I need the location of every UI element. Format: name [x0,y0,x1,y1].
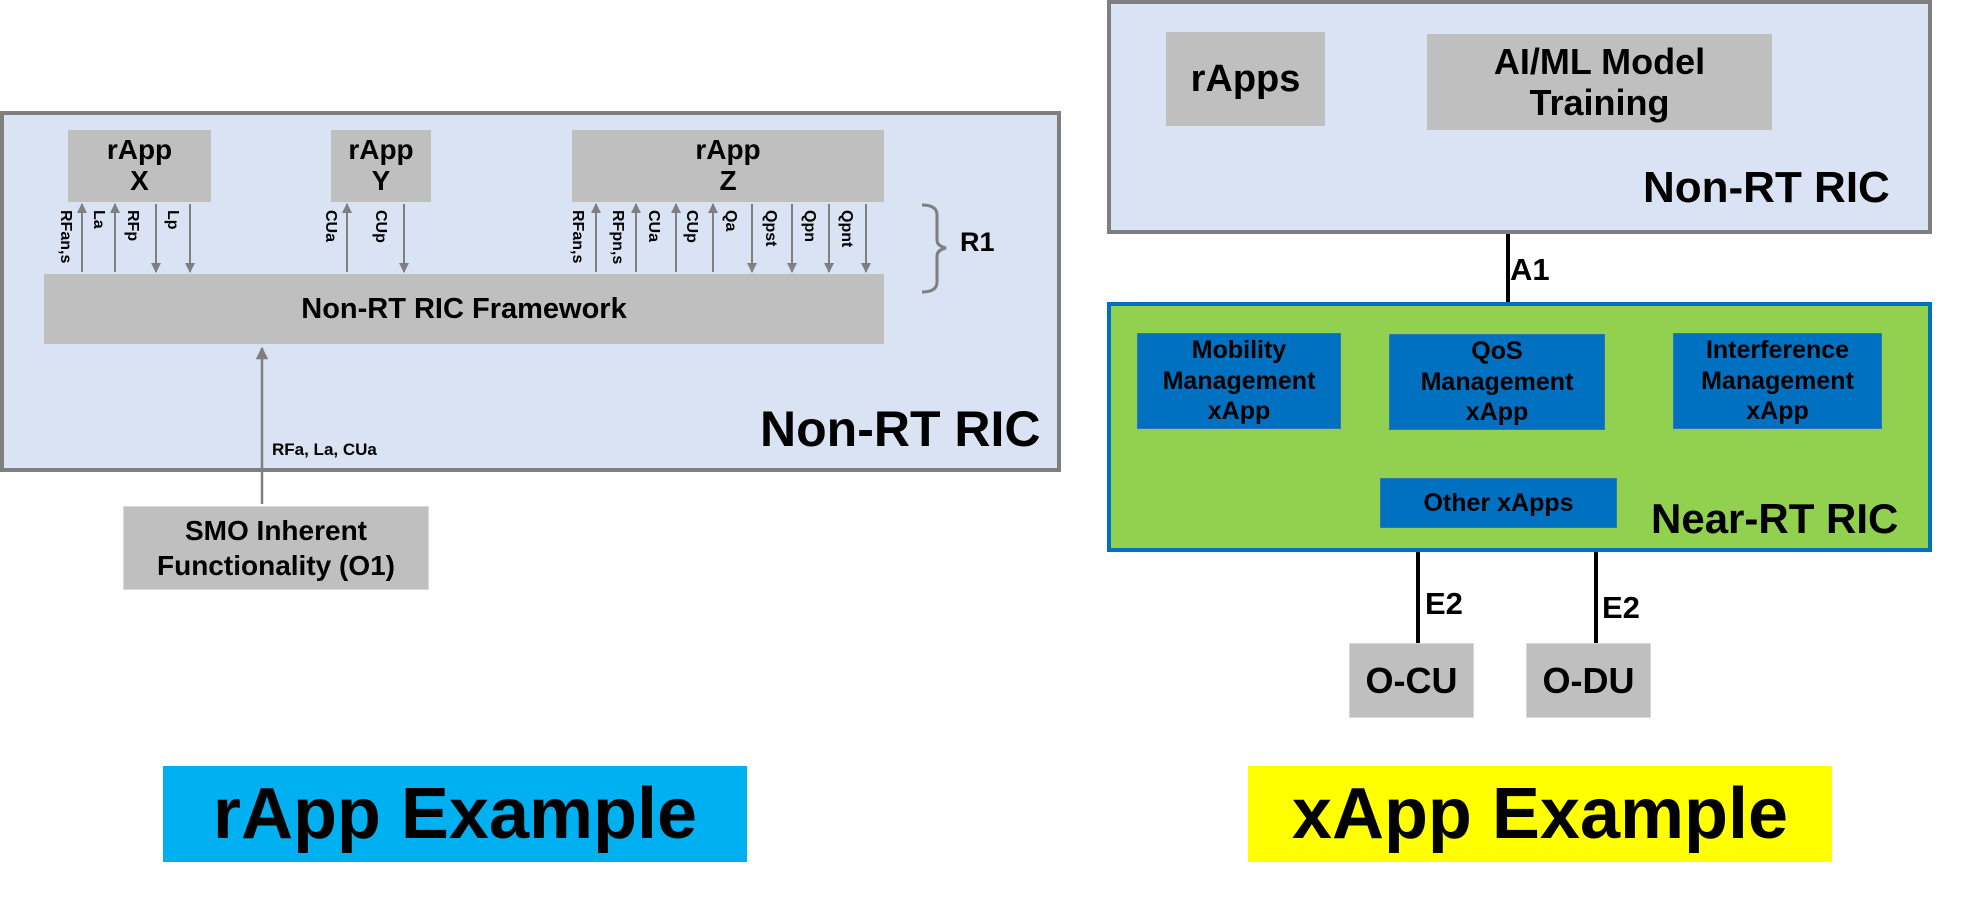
iface-label-qpn: Qpn [801,210,818,242]
r1-label: R1 [960,227,995,257]
aiml-model-training-box: AI/ML Model Training [1427,34,1772,130]
iface-label-rfan-s-z: RFan,s [569,210,586,264]
o-cu-box: O-CU [1349,643,1474,718]
caption-xapp-example: xApp Example [1248,766,1832,862]
iface-label-la: La [90,210,107,229]
rapp-z-box: rApp Z [572,130,884,202]
mobility-management-xapp: Mobility Management xApp [1137,333,1341,429]
iface-label-rfpn-s: RFpn,s [609,210,626,265]
rapp-z-line1: rApp [695,134,761,166]
iface-label-qpst: Qpst [762,210,779,247]
iface-label-qpnt: Qpnt [838,210,855,248]
near-rt-ric-label: Near-RT RIC [1651,495,1899,542]
interference-management-xapp: Interference Management xApp [1673,333,1882,429]
smo-arrow-label: RFa, La, CUa [272,440,377,459]
aiml-line1: AI/ML Model [1493,40,1706,82]
e2-label-right: E2 [1602,590,1640,625]
non-rt-ric-framework-box: Non-RT RIC Framework [44,274,884,344]
non-rt-ric-label-right: Non-RT RIC [1643,163,1890,212]
rapp-y-box: rApp Y [331,130,431,202]
rapp-x-line1: rApp [106,134,173,166]
rapp-x-box: rApp X [68,130,211,202]
iface-label-rfan-s-x: RFan,s [57,210,74,264]
qos-management-xapp: QoS Management xApp [1389,334,1605,430]
xapp1-line2: Management [1162,366,1316,395]
iface-label-cup-z: CUp [683,210,700,243]
rapp-y-line1: rApp [348,134,414,166]
xapp2-line1: QoS [1471,337,1523,366]
xapp3-line1: Interference [1705,336,1850,365]
rapps-box: rApps [1166,32,1325,126]
rapp-x-line2: X [130,165,149,196]
xapp2-line2: Management [1420,367,1574,396]
rapp-y-line2: Y [371,165,391,196]
xapp1-line3: xApp [1207,397,1271,426]
rapp-z-line2: Z [719,165,737,196]
xapp3-line2: Management [1701,366,1854,395]
aiml-line2: Training [1529,82,1670,123]
smo-line1: SMO Inherent [184,515,367,546]
o-du-box: O-DU [1526,643,1651,718]
e2-label-left: E2 [1425,586,1463,621]
iface-label-qa: Qa [722,210,739,232]
smo-line2: Functionality (O1) [157,550,395,581]
xapp3-line3: xApp [1746,397,1809,426]
xapp1-line1: Mobility [1191,336,1287,365]
xapp2-line3: xApp [1465,398,1529,427]
iface-label-rfp: RFp [124,210,141,242]
iface-label-lp: Lp [164,210,181,230]
iface-label-cua-y: CUa [322,210,339,243]
smo-inherent-functionality-box: SMO Inherent Functionality (O1) [123,506,429,590]
a1-label: A1 [1510,252,1550,287]
caption-rapp-example: rApp Example [163,766,747,862]
other-xapps-box: Other xApps [1380,478,1617,528]
non-rt-ric-label-left: Non-RT RIC [760,401,1041,457]
iface-label-cua-z: CUa [645,210,662,243]
iface-label-cup-y: CUp [372,210,389,243]
